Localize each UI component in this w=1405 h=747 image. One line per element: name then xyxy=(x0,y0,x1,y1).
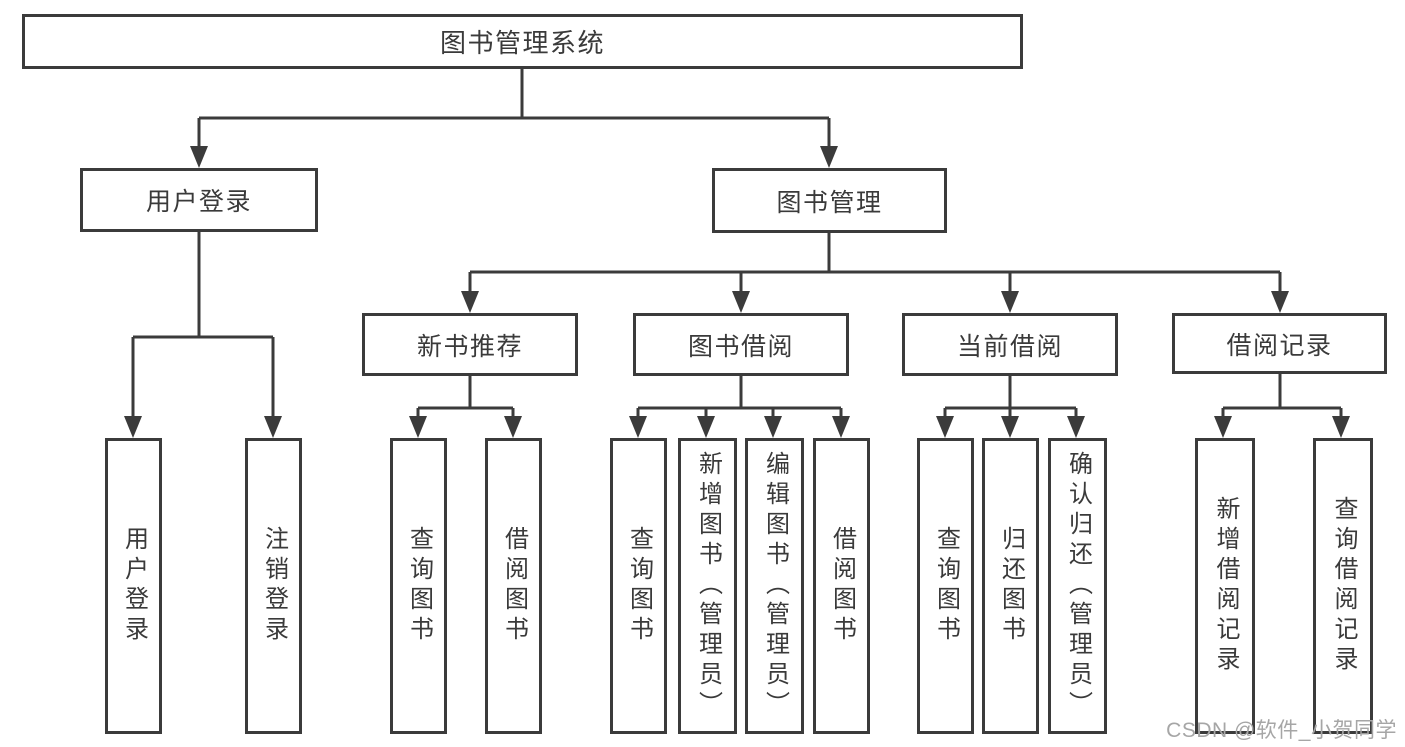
leaf-label: 编辑图书（管理员） xyxy=(761,451,789,721)
leaf-borrow-books: 借阅图书 xyxy=(813,438,870,734)
leaf-label: 查询图书 xyxy=(405,526,433,646)
leaf-label: 新增借阅记录 xyxy=(1212,496,1239,676)
connector-borrow-to-leaves xyxy=(629,376,850,438)
leaf-add-books-admin: 新增图书（管理员） xyxy=(678,438,737,734)
leaf-label: 新增图书（管理员） xyxy=(694,451,722,721)
leaf-label: 借阅图书 xyxy=(500,526,528,646)
node-borrow-records: 借阅记录 xyxy=(1172,313,1387,374)
leaf-label: 归还图书 xyxy=(997,526,1025,646)
node-new-book-recommend: 新书推荐 xyxy=(362,313,578,376)
connector-recommend-to-leaves xyxy=(409,376,522,438)
leaf-label: 查询图书 xyxy=(625,526,653,646)
leaf-edit-books-admin: 编辑图书（管理员） xyxy=(745,438,804,734)
connector-records-to-leaves xyxy=(1214,374,1350,438)
leaf-logout: 注销登录 xyxy=(245,438,302,734)
leaf-label: 用户登录 xyxy=(120,526,148,646)
node-book-borrow: 图书借阅 xyxy=(633,313,849,376)
node-book-management: 图书管理 xyxy=(712,168,947,233)
leaf-label: 注销登录 xyxy=(260,526,288,646)
leaf-label: 借阅图书 xyxy=(828,526,856,646)
watermark: CSDN @软件_小贺同学 xyxy=(1166,719,1397,742)
node-current-borrow: 当前借阅 xyxy=(902,313,1118,376)
leaf-confirm-return-admin: 确认归还（管理员） xyxy=(1048,438,1107,734)
connector-userlogin-to-leaves xyxy=(124,232,282,438)
leaf-return-books: 归还图书 xyxy=(982,438,1039,734)
leaf-label: 查询借阅记录 xyxy=(1330,496,1357,676)
leaf-user-login: 用户登录 xyxy=(105,438,162,734)
connector-root-to-level2 xyxy=(190,69,838,168)
leaf-query-books-current: 查询图书 xyxy=(917,438,974,734)
leaf-query-books-borrow: 查询图书 xyxy=(610,438,667,734)
connector-bookmgmt-to-level3 xyxy=(461,233,1289,313)
leaf-label: 查询图书 xyxy=(932,526,960,646)
leaf-query-borrow-record: 查询借阅记录 xyxy=(1313,438,1373,734)
node-user-login: 用户登录 xyxy=(80,168,318,232)
connector-current-to-leaves xyxy=(936,376,1085,438)
leaf-borrow-books-recommend: 借阅图书 xyxy=(485,438,542,734)
leaf-query-books-recommend: 查询图书 xyxy=(390,438,447,734)
leaf-add-borrow-record: 新增借阅记录 xyxy=(1195,438,1255,734)
node-library-management-system: 图书管理系统 xyxy=(22,14,1023,69)
leaf-label: 确认归还（管理员） xyxy=(1064,451,1092,721)
